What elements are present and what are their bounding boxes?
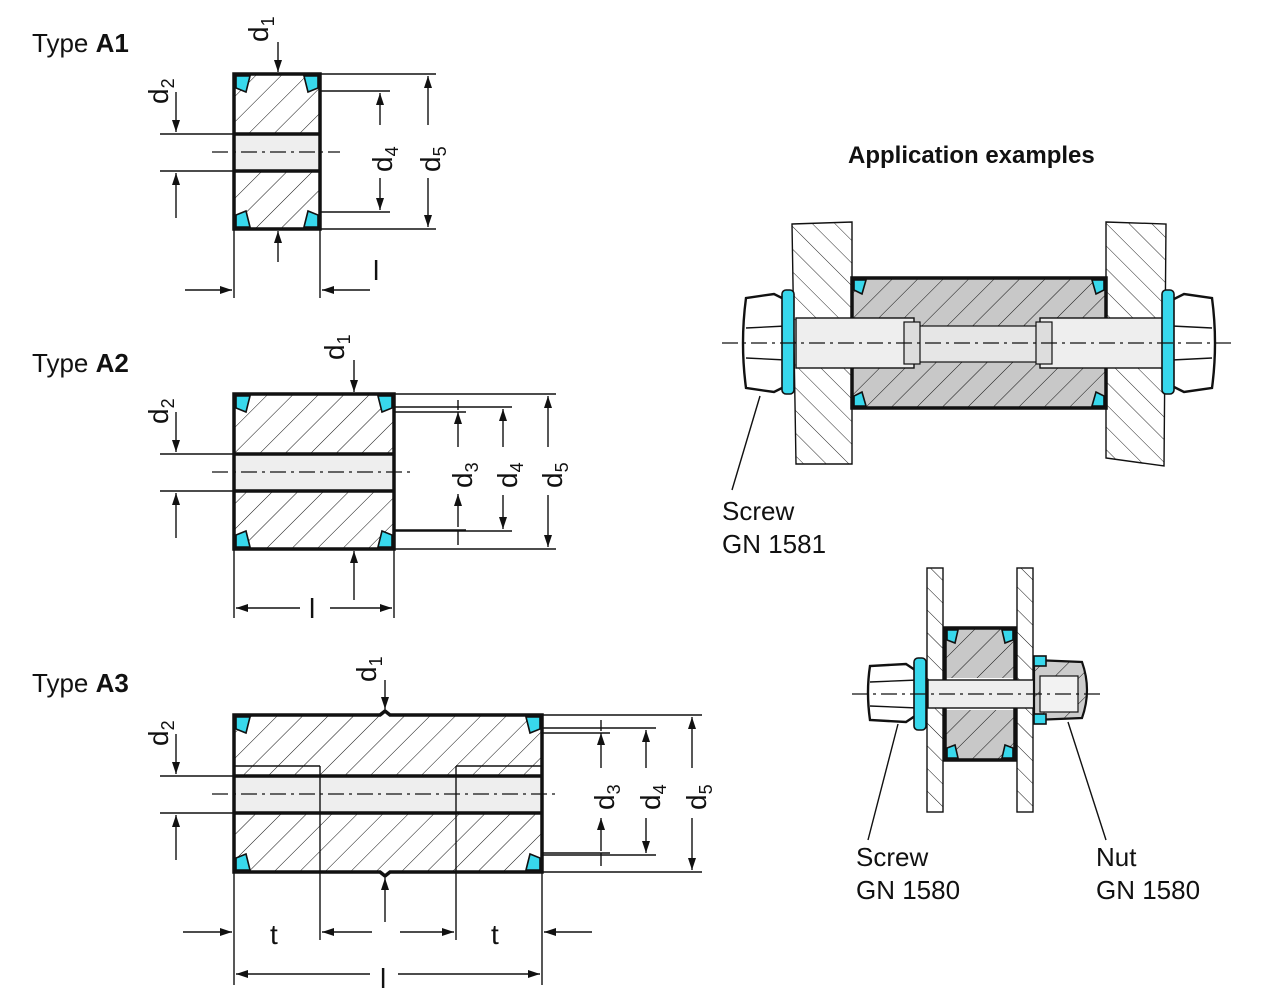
example-1-screw-code: GN 1581	[722, 529, 826, 559]
example-2-screw-code: GN 1580	[856, 875, 960, 905]
application-examples-title: Application examples	[848, 142, 1095, 169]
a2-d4-label: d4	[492, 462, 527, 488]
a1-seal-tl	[235, 75, 252, 94]
application-example-1: Screw GN 1581	[722, 221, 1232, 559]
a3-d3-label: d3	[589, 784, 624, 810]
a1-l-label: l	[373, 255, 379, 286]
type-a1-label: Type A1	[32, 28, 129, 58]
type-a2-drawing: Type A2 d1 d2 d3 d4	[32, 334, 572, 624]
a3-d2-label: d2	[143, 720, 178, 746]
type-a3-label: Type A3	[32, 668, 129, 698]
a1-d1-label: d1	[243, 16, 278, 42]
example-2-screw-head	[866, 662, 920, 724]
a2-d3-label: d3	[447, 462, 482, 488]
a2-l-label: l	[309, 593, 315, 624]
example-1-seal-washer-left	[781, 289, 795, 395]
example-1-seal-washer-right	[1161, 289, 1175, 395]
application-example-2: Screw GN 1580 Nut GN 1580	[852, 567, 1200, 905]
type-a2-label: Type A2	[32, 348, 129, 378]
a2-d2-label: d2	[143, 398, 178, 424]
a1-seal-tr	[302, 75, 319, 94]
a2-d5-label: d5	[537, 462, 572, 488]
example-1-screw-name: Screw	[722, 496, 794, 526]
example-2-nut-name: Nut	[1096, 842, 1137, 872]
type-a1-drawing: Type A1 d1 d2 d4 d5	[32, 16, 450, 298]
a1-seal-br	[302, 209, 319, 228]
a1-d2-label: d2	[143, 78, 178, 104]
a3-t-left-label: t	[270, 919, 278, 950]
a3-d5-label: d5	[681, 784, 716, 810]
a3-d1-label: d1	[351, 656, 386, 682]
a1-d4-label: d4	[367, 146, 402, 172]
a3-l-label: l	[380, 963, 386, 994]
a1-seal-bl	[235, 209, 252, 228]
a2-d1-label: d1	[319, 334, 354, 360]
a3-d4-label: d4	[635, 784, 670, 810]
example-2-nut-code: GN 1580	[1096, 875, 1200, 905]
a1-d5-label: d5	[415, 146, 450, 172]
type-a3-drawing: Type A3 d1 d2 d3	[32, 656, 716, 994]
a3-t-right-label: t	[491, 919, 499, 950]
example-2-screw-name: Screw	[856, 842, 928, 872]
